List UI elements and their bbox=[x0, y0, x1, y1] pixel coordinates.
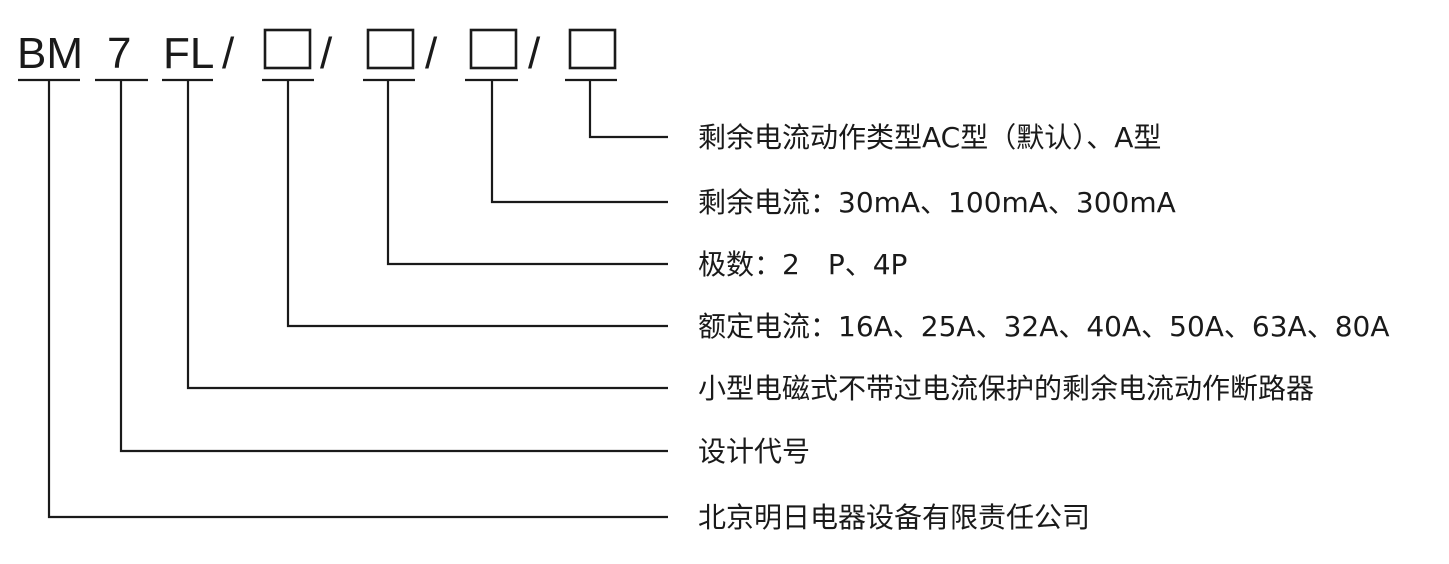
connector-poles bbox=[386, 80, 668, 266]
desc-action-type: 剩余电流动作类型AC型（默认）、A型 bbox=[698, 121, 1161, 154]
connector-type bbox=[186, 80, 668, 390]
code-type: FL bbox=[163, 29, 214, 78]
connector-residual-current bbox=[490, 80, 668, 204]
connector-design-number bbox=[119, 80, 668, 453]
desc-poles: 极数：2 P、4P bbox=[698, 248, 907, 281]
desc-company: 北京明日电器设备有限责任公司 bbox=[698, 501, 1090, 534]
code-separator-4: / bbox=[528, 29, 541, 78]
desc-residual-current: 剩余电流：30mA、100mA、300mA bbox=[698, 186, 1176, 219]
residual-current-placeholder-box bbox=[469, 28, 518, 70]
code-separator-3: / bbox=[425, 29, 438, 78]
connector-rated-current bbox=[286, 80, 668, 328]
rated-current-placeholder-box bbox=[263, 28, 312, 70]
connector-action-type bbox=[588, 80, 668, 139]
code-separator-2: / bbox=[320, 29, 333, 78]
desc-rated-current: 额定电流：16A、25A、32A、40A、50A、63A、80A bbox=[698, 310, 1389, 343]
poles-placeholder-box bbox=[366, 28, 415, 70]
code-separator-1: / bbox=[222, 29, 235, 78]
code-design-number: 7 bbox=[107, 29, 131, 78]
action-type-placeholder-box bbox=[568, 28, 617, 70]
connector-prefix bbox=[47, 80, 668, 519]
desc-product-type: 小型电磁式不带过电流保护的剩余电流动作断路器 bbox=[698, 372, 1314, 405]
desc-design-code: 设计代号 bbox=[698, 435, 810, 468]
code-prefix: BM bbox=[17, 29, 83, 78]
